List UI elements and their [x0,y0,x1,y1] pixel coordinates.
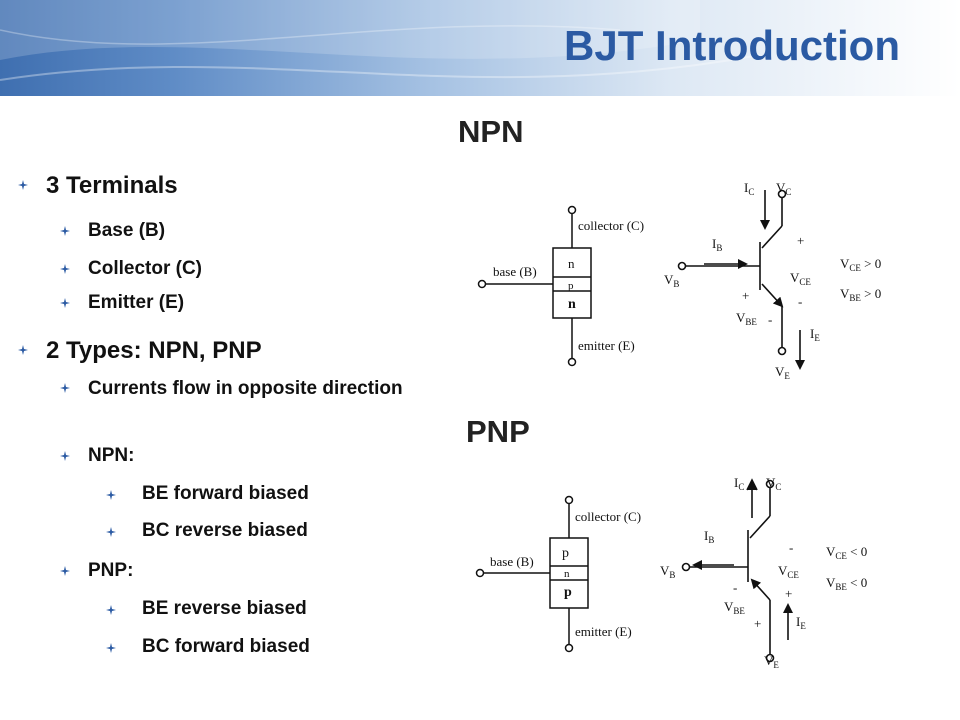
pnp-ie-label: IE [796,614,806,631]
bullet-list: 3 Terminals Base (B) Collector (C) Emitt… [0,0,440,720]
npn-ve-label: VE [775,364,790,381]
npn-plus-top: + [797,233,804,248]
bullet-diamond-icon [18,345,28,355]
pnp-vc-label: VC [766,475,781,492]
npn-base-label: base (B) [493,264,537,279]
bullet-diamond-icon [106,527,116,537]
bullet-diamond-icon [60,383,70,393]
npn-vb-label: VB [664,272,679,289]
pnp-ib-label: IB [704,528,714,545]
pnp-plus-right: + [785,586,792,601]
npn-layer-bottom: n [568,297,576,312]
pnp-minus-top: - [789,540,793,555]
npn-minus-bottom: - [768,312,772,327]
pnp-collector-label: collector (C) [575,509,641,524]
pnp-ve-label: VE [764,653,779,670]
pnp-minus-left: - [733,580,737,595]
pnp-junction-block [475,495,589,653]
bullet-item: BC forward biased [142,636,310,657]
pnp-emitter-label: emitter (E) [575,624,632,639]
pnp-layer-bottom: p [564,585,572,600]
bullet-item: BC reverse biased [142,520,308,541]
pnp-layer-mid: n [564,568,570,580]
title-banner: BJT Introduction [0,0,960,96]
npn-condition-vce: VCE > 0 [840,256,881,273]
bullet-diamond-icon [18,180,28,190]
bullet-item: Base (B) [88,220,166,241]
npn-emitter-label: emitter (E) [578,338,635,353]
pnp-vb-label: VB [660,563,675,580]
npn-ib-label: IB [712,236,722,253]
slide-title: BJT Introduction [564,22,900,69]
npn-layer-top: n [568,256,575,271]
npn-ic-label: IC [744,180,754,197]
bullet-item: Emitter (E) [88,292,185,313]
pnp-base-label: base (B) [490,554,534,569]
banner-swoosh [0,0,761,81]
bullet-diamond-icon [106,490,116,500]
bullet-item: 3 Terminals [46,172,178,199]
bullet-diamond-icon [60,566,70,576]
bullet-item: PNP: [88,560,134,581]
bullet-diamond-icon [60,451,70,461]
pnp-heading: PNP [466,414,530,449]
npn-vbe-label: VBE [736,310,757,327]
bullet-item: BE reverse biased [142,598,307,619]
bullet-diamond-icon [60,226,70,236]
bullet-item: Currents flow in opposite direction [88,378,403,399]
npn-plus-bottom: + [742,288,749,303]
npn-transistor-symbol [677,189,805,370]
npn-junction-block [477,205,592,367]
npn-condition-vbe: VBE > 0 [840,286,881,303]
npn-vce-label: VCE [790,270,811,287]
pnp-condition-vce: VCE < 0 [826,544,867,561]
npn-layer-mid: p [568,280,574,292]
bullet-diamond-icon [60,298,70,308]
bullet-diamond-icon [106,605,116,615]
pnp-vce-label: VCE [778,563,799,580]
npn-minus-right: - [798,294,802,309]
bullet-diamond-icon [106,643,116,653]
npn-vc-label: VC [776,180,791,197]
pnp-plus-bottom: + [754,616,761,631]
pnp-ic-label: IC [734,475,744,492]
npn-collector-label: collector (C) [578,218,644,233]
npn-ie-label: IE [810,326,820,343]
bullet-item: 2 Types: NPN, PNP [46,337,262,364]
npn-heading: NPN [458,114,524,149]
pnp-vbe-label: VBE [724,599,745,616]
pnp-condition-vbe: VBE < 0 [826,575,867,592]
bullet-item: NPN: [88,445,135,466]
bullet-item: Collector (C) [88,258,202,279]
pnp-transistor-symbol [681,478,793,663]
pnp-layer-top: p [562,546,569,561]
bullet-diamond-icon [60,264,70,274]
bullet-item: BE forward biased [142,483,309,504]
